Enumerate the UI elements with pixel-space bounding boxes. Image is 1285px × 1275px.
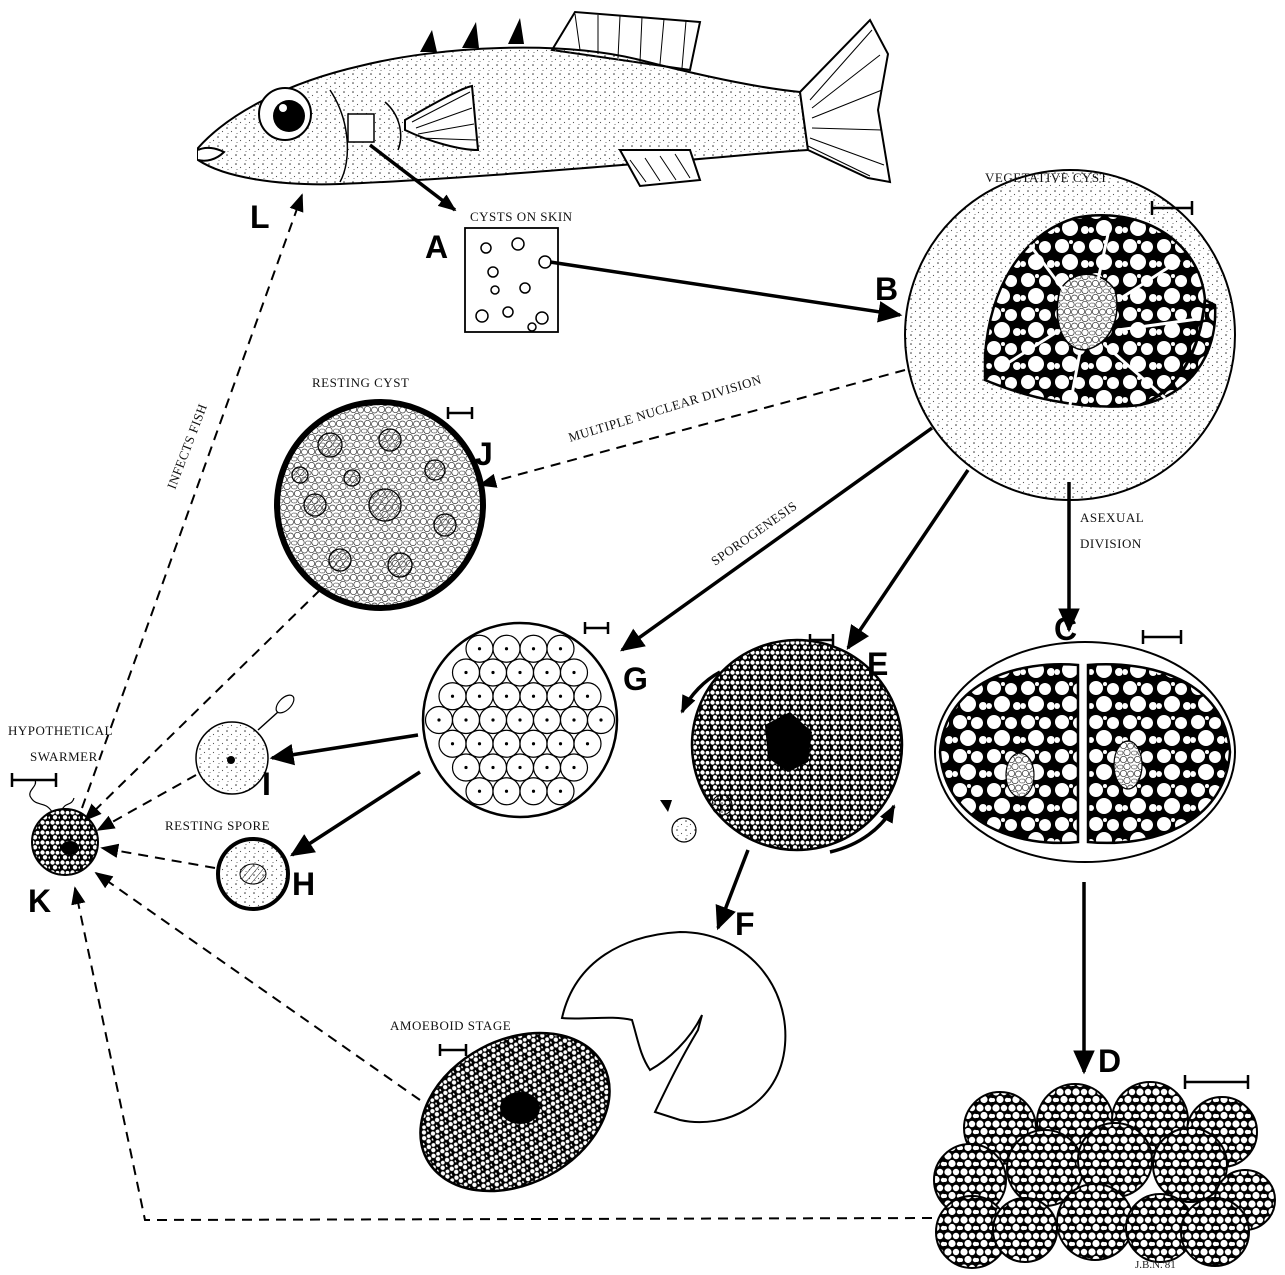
cyst-cluster <box>934 1082 1275 1268</box>
spore-nucleus <box>505 790 508 793</box>
resting-cyst <box>277 402 483 608</box>
spore-nucleus <box>545 671 548 674</box>
flagellated-spore <box>196 692 297 794</box>
caption-division: DIVISION <box>1080 536 1142 551</box>
cysts-on-skin-panel <box>465 228 558 332</box>
spore-nucleus <box>451 695 454 698</box>
caption-resting-cyst: RESTING CYST <box>312 375 409 390</box>
spore-nucleus <box>572 766 575 769</box>
hypothetical-swarmer <box>30 780 98 875</box>
spore-nucleus <box>518 671 521 674</box>
spore-nucleus <box>451 742 454 745</box>
spore-nucleus <box>478 647 481 650</box>
artist-signature: J.B.N.'81 <box>1135 1259 1176 1271</box>
caption-multiple-nuclear-division: MULTIPLE NUCLEAR DIVISION <box>566 372 763 445</box>
fish-illustration <box>198 12 890 186</box>
scale-bar-d <box>1185 1075 1248 1089</box>
caption-amoeboid-stage: AMOEBOID STAGE <box>390 1018 511 1033</box>
spore-nucleus <box>559 695 562 698</box>
spore-nucleus <box>478 742 481 745</box>
caption-hypothetical: HYPOTHETICAL <box>8 723 113 738</box>
spore-nucleus <box>586 695 589 698</box>
spore-nucleus <box>505 742 508 745</box>
spore-nucleus <box>491 671 494 674</box>
spore-nucleus <box>532 790 535 793</box>
spore-nucleus <box>505 647 508 650</box>
spore-nucleus <box>532 742 535 745</box>
stage-label-b: B <box>875 271 898 307</box>
caption-infects-fish: INFECTS FISH <box>164 402 210 492</box>
spore-nucleus <box>559 742 562 745</box>
spore-nucleus <box>464 718 467 721</box>
stage-label-a: A <box>425 229 448 265</box>
caption-resting-spore: RESTING SPORE <box>165 818 270 833</box>
spore-nucleus <box>478 695 481 698</box>
spore-nucleus <box>572 671 575 674</box>
spore-nucleus <box>518 718 521 721</box>
spore-nucleus <box>491 766 494 769</box>
amoeboid-cell <box>393 1001 637 1222</box>
spore-nucleus <box>491 718 494 721</box>
stage-label-e: E <box>867 646 888 682</box>
stage-label-i: I <box>262 766 271 802</box>
spore-nucleus <box>572 718 575 721</box>
stage-label-d: D <box>1098 1043 1121 1079</box>
spore-nucleus <box>545 766 548 769</box>
spore-nucleus <box>464 671 467 674</box>
scale-bar-g <box>585 622 608 634</box>
stage-label-c: C <box>1054 611 1077 647</box>
stage-label-j: J <box>475 436 493 472</box>
stage-label-h: H <box>292 866 315 902</box>
vegetative-cyst <box>905 170 1235 500</box>
scale-bar-j <box>448 407 472 419</box>
caption-cysts-on-skin: CYSTS ON SKIN <box>470 209 573 224</box>
stage-label-l: L <box>250 199 270 235</box>
resting-spore <box>218 839 288 909</box>
spore-nucleus <box>478 790 481 793</box>
spore-nucleus <box>532 695 535 698</box>
stage-label-f: F <box>735 906 755 942</box>
caption-swarmer: SWARMER <box>30 749 98 764</box>
dividing-cyst <box>935 642 1235 862</box>
spore-packed-cyst <box>423 623 617 817</box>
spore-nucleus <box>518 766 521 769</box>
spore-nucleus <box>464 766 467 769</box>
spore-nucleus <box>437 718 440 721</box>
scale-bar-k <box>12 773 56 787</box>
stage-label-g: G <box>623 661 648 697</box>
spore-nucleus <box>545 718 548 721</box>
spore-nucleus <box>532 647 535 650</box>
scale-bar-amoeboid <box>440 1044 466 1056</box>
caption-asexual: ASEXUAL <box>1080 510 1144 525</box>
spore-nucleus <box>586 742 589 745</box>
stage-label-k: K <box>28 883 51 919</box>
caption-vegetative-cyst: VEGETATIVE CYST <box>985 170 1108 185</box>
scale-bar-c <box>1143 630 1181 644</box>
spore-nucleus <box>559 647 562 650</box>
spore-nucleus <box>559 790 562 793</box>
spore-nucleus <box>599 718 602 721</box>
spore-nucleus <box>505 695 508 698</box>
sporogenic-cyst <box>660 640 902 852</box>
